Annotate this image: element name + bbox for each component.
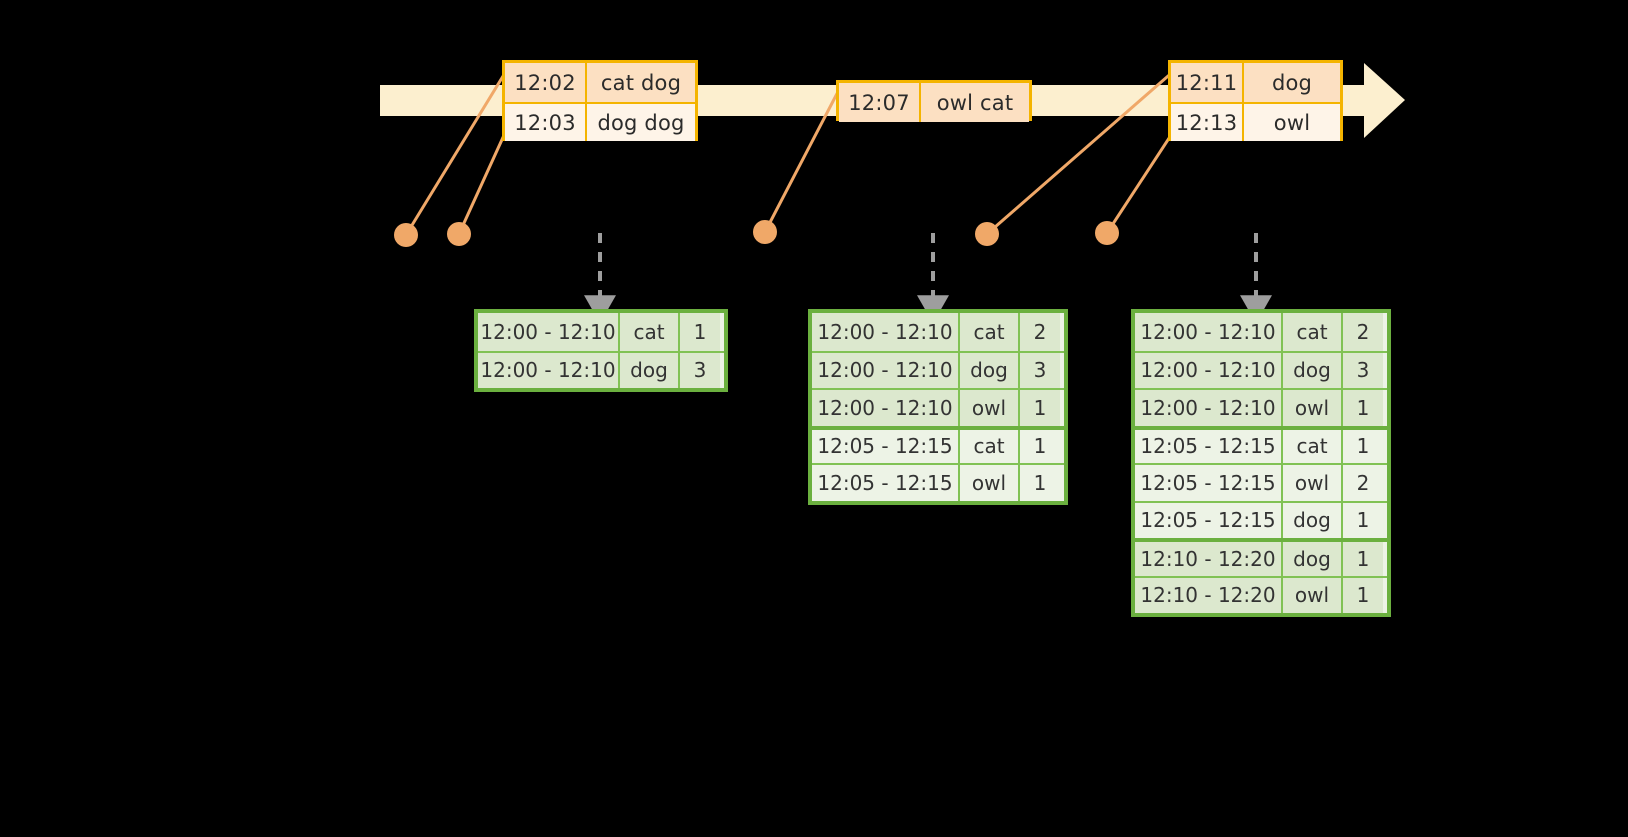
event-group-1[interactable]: 12:02 cat dog 12:03 dog dog <box>502 60 698 141</box>
cell-count: 1 <box>1343 429 1383 463</box>
connector-4-dot[interactable] <box>975 222 999 246</box>
connector-1-line <box>404 67 510 236</box>
cell-count: 1 <box>1020 465 1060 501</box>
cell-key: dog <box>1283 352 1343 388</box>
cell-key: owl <box>960 465 1020 501</box>
cell-window: 12:00 - 12:10 <box>1135 313 1283 351</box>
cell-count: 1 <box>1020 429 1060 463</box>
connector-1-dot[interactable] <box>394 223 418 247</box>
connector-dots <box>394 220 1119 247</box>
cell-window: 12:00 - 12:10 <box>812 352 960 388</box>
event-row[interactable]: 12:07 owl cat <box>839 83 1029 122</box>
event-time: 12:07 <box>839 83 921 122</box>
cell-count: 1 <box>1343 502 1383 538</box>
connector-3-dot[interactable] <box>753 220 777 244</box>
event-payload: cat dog <box>587 63 695 102</box>
cell-key: dog <box>1283 542 1343 576</box>
cell-key: cat <box>960 429 1020 463</box>
cell-key: dog <box>960 352 1020 388</box>
cell-window: 12:00 - 12:10 <box>1135 390 1283 426</box>
cell-count: 3 <box>680 352 720 388</box>
cell-key: cat <box>960 313 1020 351</box>
event-time: 12:11 <box>1171 63 1244 102</box>
cell-count: 1 <box>680 313 720 351</box>
cell-key: cat <box>620 313 680 351</box>
cell-count: 2 <box>1343 313 1383 351</box>
cell-window: 12:00 - 12:10 <box>478 352 620 388</box>
cell-window: 12:00 - 12:10 <box>812 313 960 351</box>
event-time: 12:13 <box>1171 104 1244 141</box>
cell-window: 12:10 - 12:20 <box>1135 542 1283 576</box>
cell-window: 12:00 - 12:10 <box>812 390 960 426</box>
event-group-2[interactable]: 12:07 owl cat <box>836 80 1032 122</box>
cell-key: dog <box>1283 502 1343 538</box>
cell-window: 12:05 - 12:15 <box>1135 502 1283 538</box>
cell-window: 12:05 - 12:15 <box>1135 465 1283 501</box>
event-row[interactable]: 12:02 cat dog <box>505 63 695 102</box>
connector-5-dot[interactable] <box>1095 221 1119 245</box>
cell-count: 3 <box>1343 352 1383 388</box>
event-group-3[interactable]: 12:11 dog 12:13 owl <box>1168 60 1343 141</box>
event-time: 12:03 <box>505 104 587 141</box>
cell-count: 1 <box>1343 542 1383 576</box>
cell-count: 2 <box>1343 465 1383 501</box>
event-time: 12:02 <box>505 63 587 102</box>
event-payload: dog dog <box>587 104 695 141</box>
connector-5-line <box>1105 125 1179 234</box>
cell-key: dog <box>620 352 680 388</box>
event-payload: dog <box>1244 63 1340 102</box>
cell-key: cat <box>1283 313 1343 351</box>
cell-key: owl <box>1283 465 1343 501</box>
event-payload: owl <box>1244 104 1340 141</box>
cell-count: 1 <box>1020 390 1060 426</box>
cell-window: 12:00 - 12:10 <box>1135 352 1283 388</box>
event-payload: owl cat <box>921 83 1029 122</box>
cell-window: 12:00 - 12:10 <box>478 313 620 351</box>
cell-key: owl <box>1283 577 1343 613</box>
cell-window: 12:05 - 12:15 <box>812 429 960 463</box>
cell-window: 12:05 - 12:15 <box>1135 429 1283 463</box>
event-row[interactable]: 12:13 owl <box>1171 102 1340 141</box>
cell-window: 12:05 - 12:15 <box>812 465 960 501</box>
cell-key: cat <box>1283 429 1343 463</box>
flow-arrows <box>584 233 1272 324</box>
cell-window: 12:10 - 12:20 <box>1135 577 1283 613</box>
connector-3-line <box>763 83 844 233</box>
cell-count: 1 <box>1343 390 1383 426</box>
cell-count: 1 <box>1343 577 1383 613</box>
cell-key: owl <box>960 390 1020 426</box>
cell-key: owl <box>1283 390 1343 426</box>
event-row[interactable]: 12:03 dog dog <box>505 102 695 141</box>
cell-count: 2 <box>1020 313 1060 351</box>
connector-2-dot[interactable] <box>447 222 471 246</box>
cell-count: 3 <box>1020 352 1060 388</box>
event-row[interactable]: 12:11 dog <box>1171 63 1340 102</box>
